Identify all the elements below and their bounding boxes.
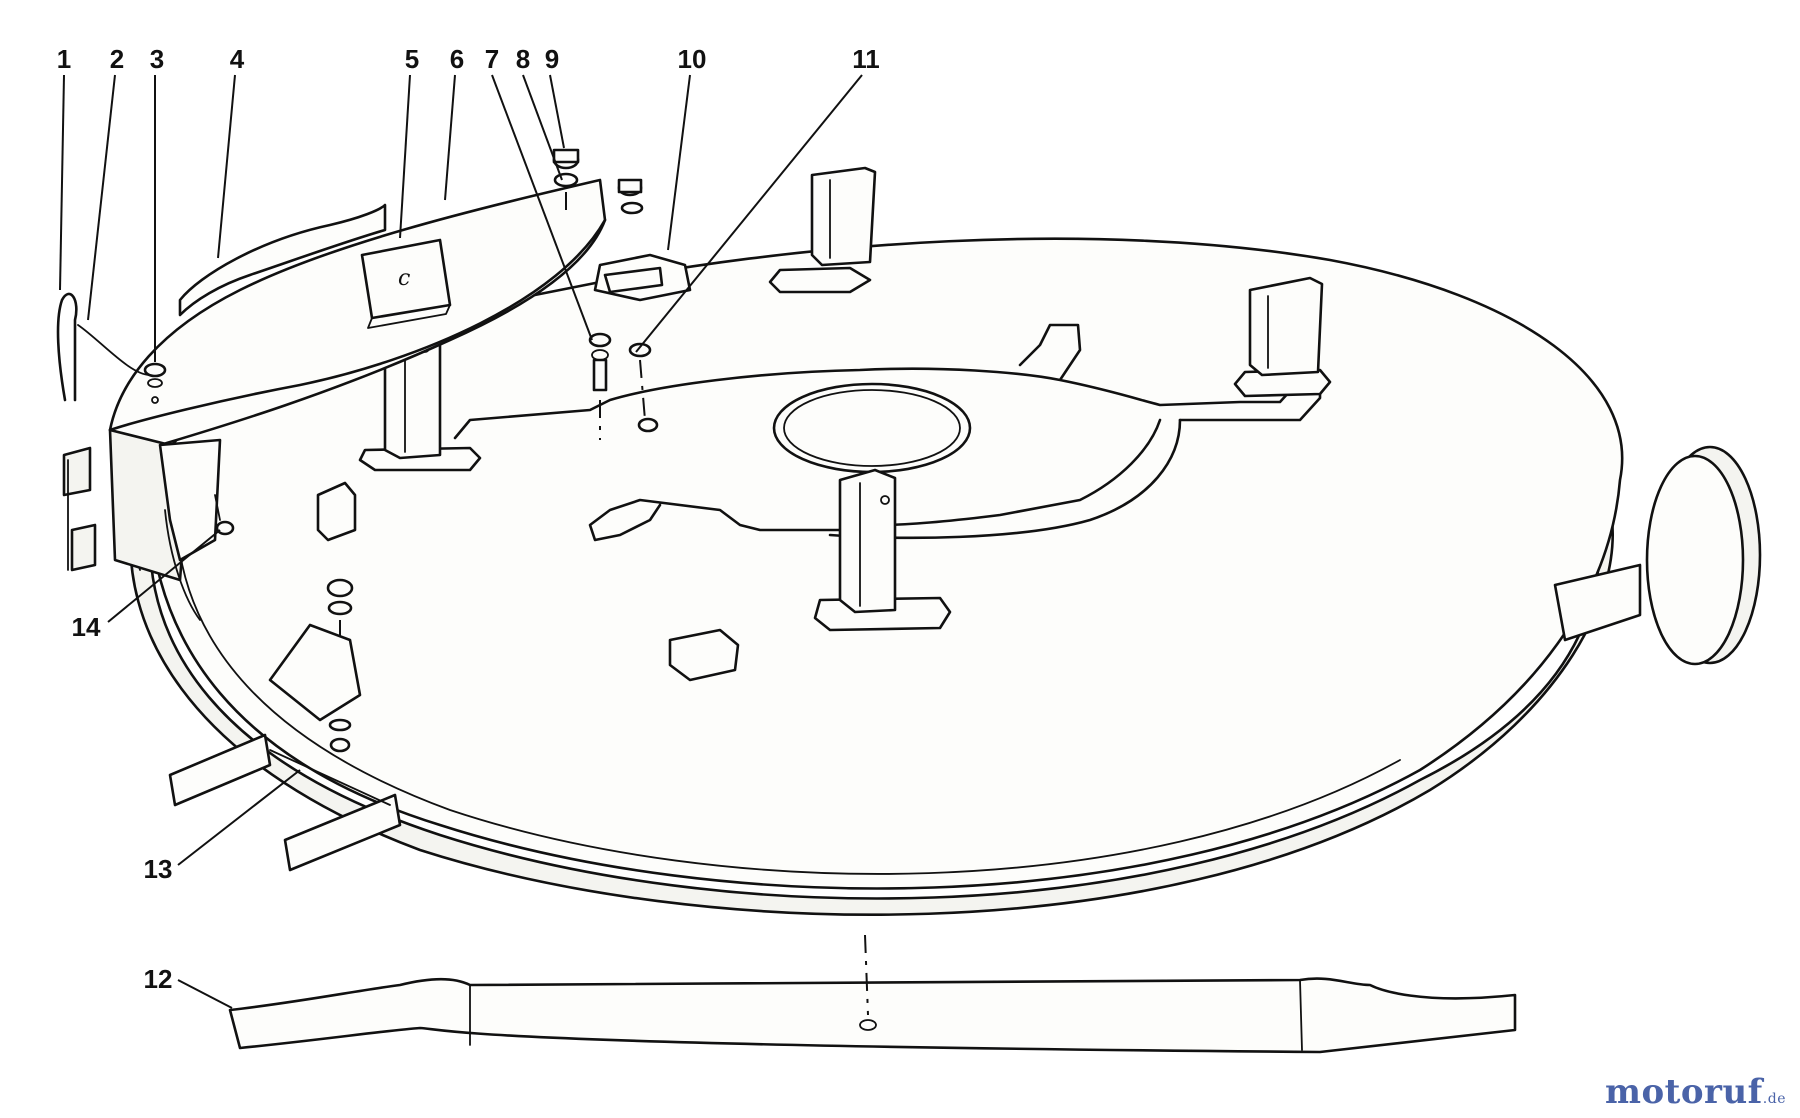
- watermark-brand: motoruf: [1605, 1072, 1763, 1112]
- deck-clips: [316, 481, 740, 682]
- watermark-tld: .de: [1762, 1091, 1786, 1107]
- callout-11: 11: [852, 44, 880, 74]
- callout-9: 9: [545, 44, 559, 74]
- callout-3: 3: [150, 44, 164, 74]
- callout-13: 13: [144, 854, 173, 884]
- mounting-bracket-rear-right: [1233, 276, 1332, 398]
- mounting-bracket-center: [813, 468, 952, 632]
- callout-4: 4: [230, 44, 245, 74]
- blade: [228, 934, 1517, 1054]
- hinge-bracket: [62, 446, 97, 572]
- callout-leaders: [59, 74, 863, 1009]
- callout-5: 5: [405, 44, 419, 74]
- callout-1: 1: [57, 44, 71, 74]
- callout-14: 14: [72, 612, 101, 642]
- motoruf-watermark-logo: motoruf.de: [1605, 1072, 1786, 1112]
- callout-10: 10: [678, 44, 707, 74]
- callout-7: 7: [485, 44, 499, 74]
- callout-labels: 1 2 3 4 5 6 7 8 9 10 11 12 13 14: [57, 44, 880, 994]
- rubber-pad: c: [360, 238, 452, 329]
- callout-6: 6: [450, 44, 464, 74]
- callout-2: 2: [110, 44, 124, 74]
- discharge-deflector: [108, 178, 607, 621]
- callout-12: 12: [144, 964, 173, 994]
- deck-rib-pattern: [453, 323, 1322, 542]
- wheel: [1553, 445, 1762, 666]
- upper-hardware: [552, 148, 692, 440]
- front-bracket-assembly: [168, 578, 402, 872]
- callout-8: 8: [516, 44, 530, 74]
- svg-text:c: c: [398, 266, 410, 291]
- mounting-bracket-rear-left: [768, 166, 877, 294]
- bolt-14: [214, 494, 235, 536]
- hinge-pin-assembly: [56, 292, 167, 404]
